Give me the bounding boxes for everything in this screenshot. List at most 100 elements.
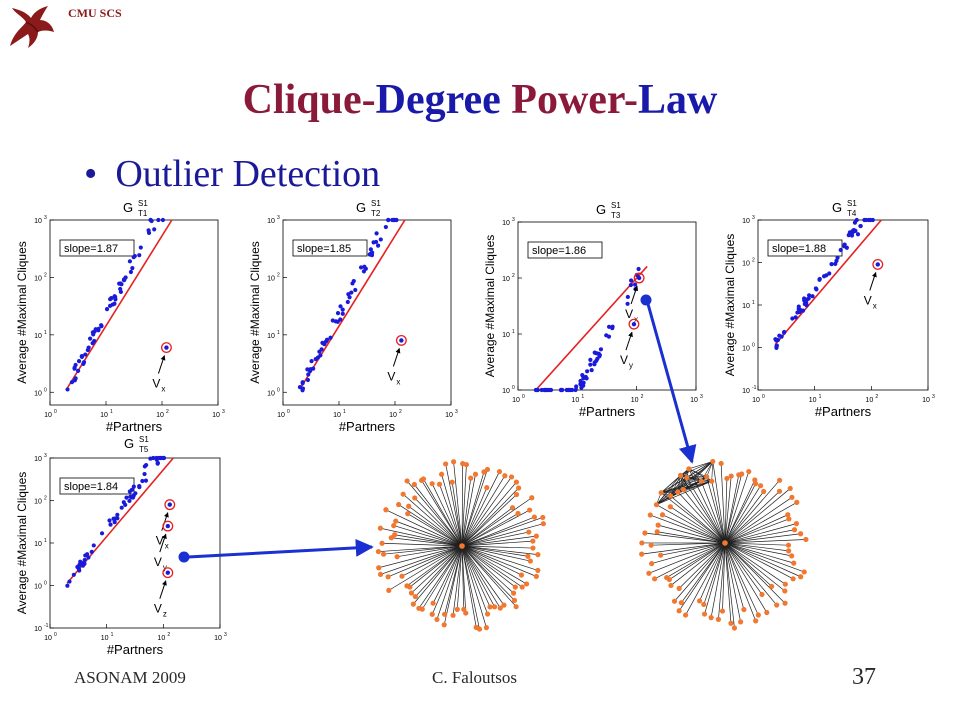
data-point: [93, 327, 98, 332]
edge: [383, 545, 463, 555]
chart-title: G: [596, 202, 606, 217]
node: [472, 471, 479, 477]
x-tick-label: 10: [101, 635, 109, 642]
node: [533, 533, 539, 539]
title-part: Power: [511, 77, 625, 123]
chart-title-sup: S1: [847, 199, 857, 208]
footer-author: C. Faloutsos: [432, 668, 518, 687]
data-point: [574, 384, 579, 389]
node: [776, 477, 783, 483]
node: [400, 491, 406, 497]
data-point: [833, 261, 838, 266]
data-point: [858, 223, 863, 229]
node: [450, 459, 457, 465]
data-point: [777, 333, 782, 338]
data-point: [835, 255, 840, 260]
node: [648, 542, 654, 548]
node: [510, 590, 517, 596]
data-point: [604, 333, 609, 338]
x-tick-exp: 0: [522, 394, 525, 400]
data-point: [578, 382, 583, 387]
edge: [724, 533, 801, 544]
node: [515, 510, 521, 517]
data-point: [89, 549, 94, 555]
data-point: [345, 299, 350, 305]
data-point: [129, 487, 135, 492]
y-tick-label: 10: [502, 332, 510, 339]
node: [728, 620, 734, 626]
edge: [724, 485, 761, 544]
edge: [724, 542, 745, 610]
edge: [414, 484, 463, 547]
edge: [421, 545, 463, 610]
edge: [669, 542, 726, 580]
data-point: [855, 232, 861, 237]
chart-title-sup: S1: [138, 199, 148, 208]
edge: [423, 478, 463, 547]
data-point: [111, 516, 116, 521]
clique-edge: [656, 461, 713, 505]
clique-edge: [680, 461, 713, 476]
edge: [461, 471, 500, 547]
node: [769, 583, 775, 590]
outlier-arrow: [625, 331, 633, 351]
clique-edge: [700, 461, 714, 482]
data-point: [152, 227, 157, 232]
slope-label: slope=1.85: [297, 243, 351, 255]
edge: [441, 474, 463, 547]
node: [540, 521, 546, 527]
data-point: [128, 494, 133, 499]
data-point: [375, 243, 381, 248]
y-tick-exp: 1: [44, 538, 47, 544]
data-point: [319, 347, 324, 352]
data-point: [595, 356, 600, 361]
edge: [724, 542, 794, 564]
data-point: [775, 337, 781, 343]
data-point: [368, 247, 373, 252]
data-point: [76, 368, 81, 373]
node: [776, 488, 783, 494]
x-tick-label: 10: [157, 635, 165, 642]
data-point: [82, 557, 87, 563]
title-part: -: [361, 77, 376, 123]
x-tick-exp: 0: [287, 409, 290, 415]
node: [434, 616, 440, 623]
node: [501, 602, 507, 608]
data-point: [358, 265, 364, 270]
edge: [415, 545, 463, 597]
title-part: Degree: [375, 77, 512, 123]
outlier-ring: [162, 520, 174, 532]
y-tick-label: 10: [267, 275, 275, 282]
node: [463, 462, 470, 468]
data-point: [347, 295, 352, 300]
outlier-ring: [628, 318, 640, 330]
data-point: [838, 247, 843, 253]
node: [677, 472, 684, 478]
data-point: [86, 555, 91, 560]
node: [718, 460, 724, 467]
data-point: [636, 266, 641, 272]
data-point: [67, 579, 72, 584]
chart-title-sup: S1: [611, 201, 621, 210]
data-point: [535, 387, 540, 393]
node: [787, 485, 793, 492]
node: [516, 485, 522, 491]
x-tick-exp: 3: [932, 394, 935, 400]
outlier-ring: [162, 567, 174, 579]
node: [798, 574, 804, 580]
x-tick-exp: 2: [167, 632, 170, 638]
edge: [724, 502, 797, 544]
edge: [408, 505, 463, 547]
x-tick-label: 10: [212, 412, 220, 419]
node: [535, 567, 541, 574]
x-tick-exp: 2: [875, 394, 878, 400]
data-point: [810, 294, 815, 299]
edge: [670, 495, 726, 544]
x-tick-label: 10: [214, 635, 222, 642]
data-point: [374, 231, 379, 236]
outlier-arrow: [157, 355, 166, 374]
